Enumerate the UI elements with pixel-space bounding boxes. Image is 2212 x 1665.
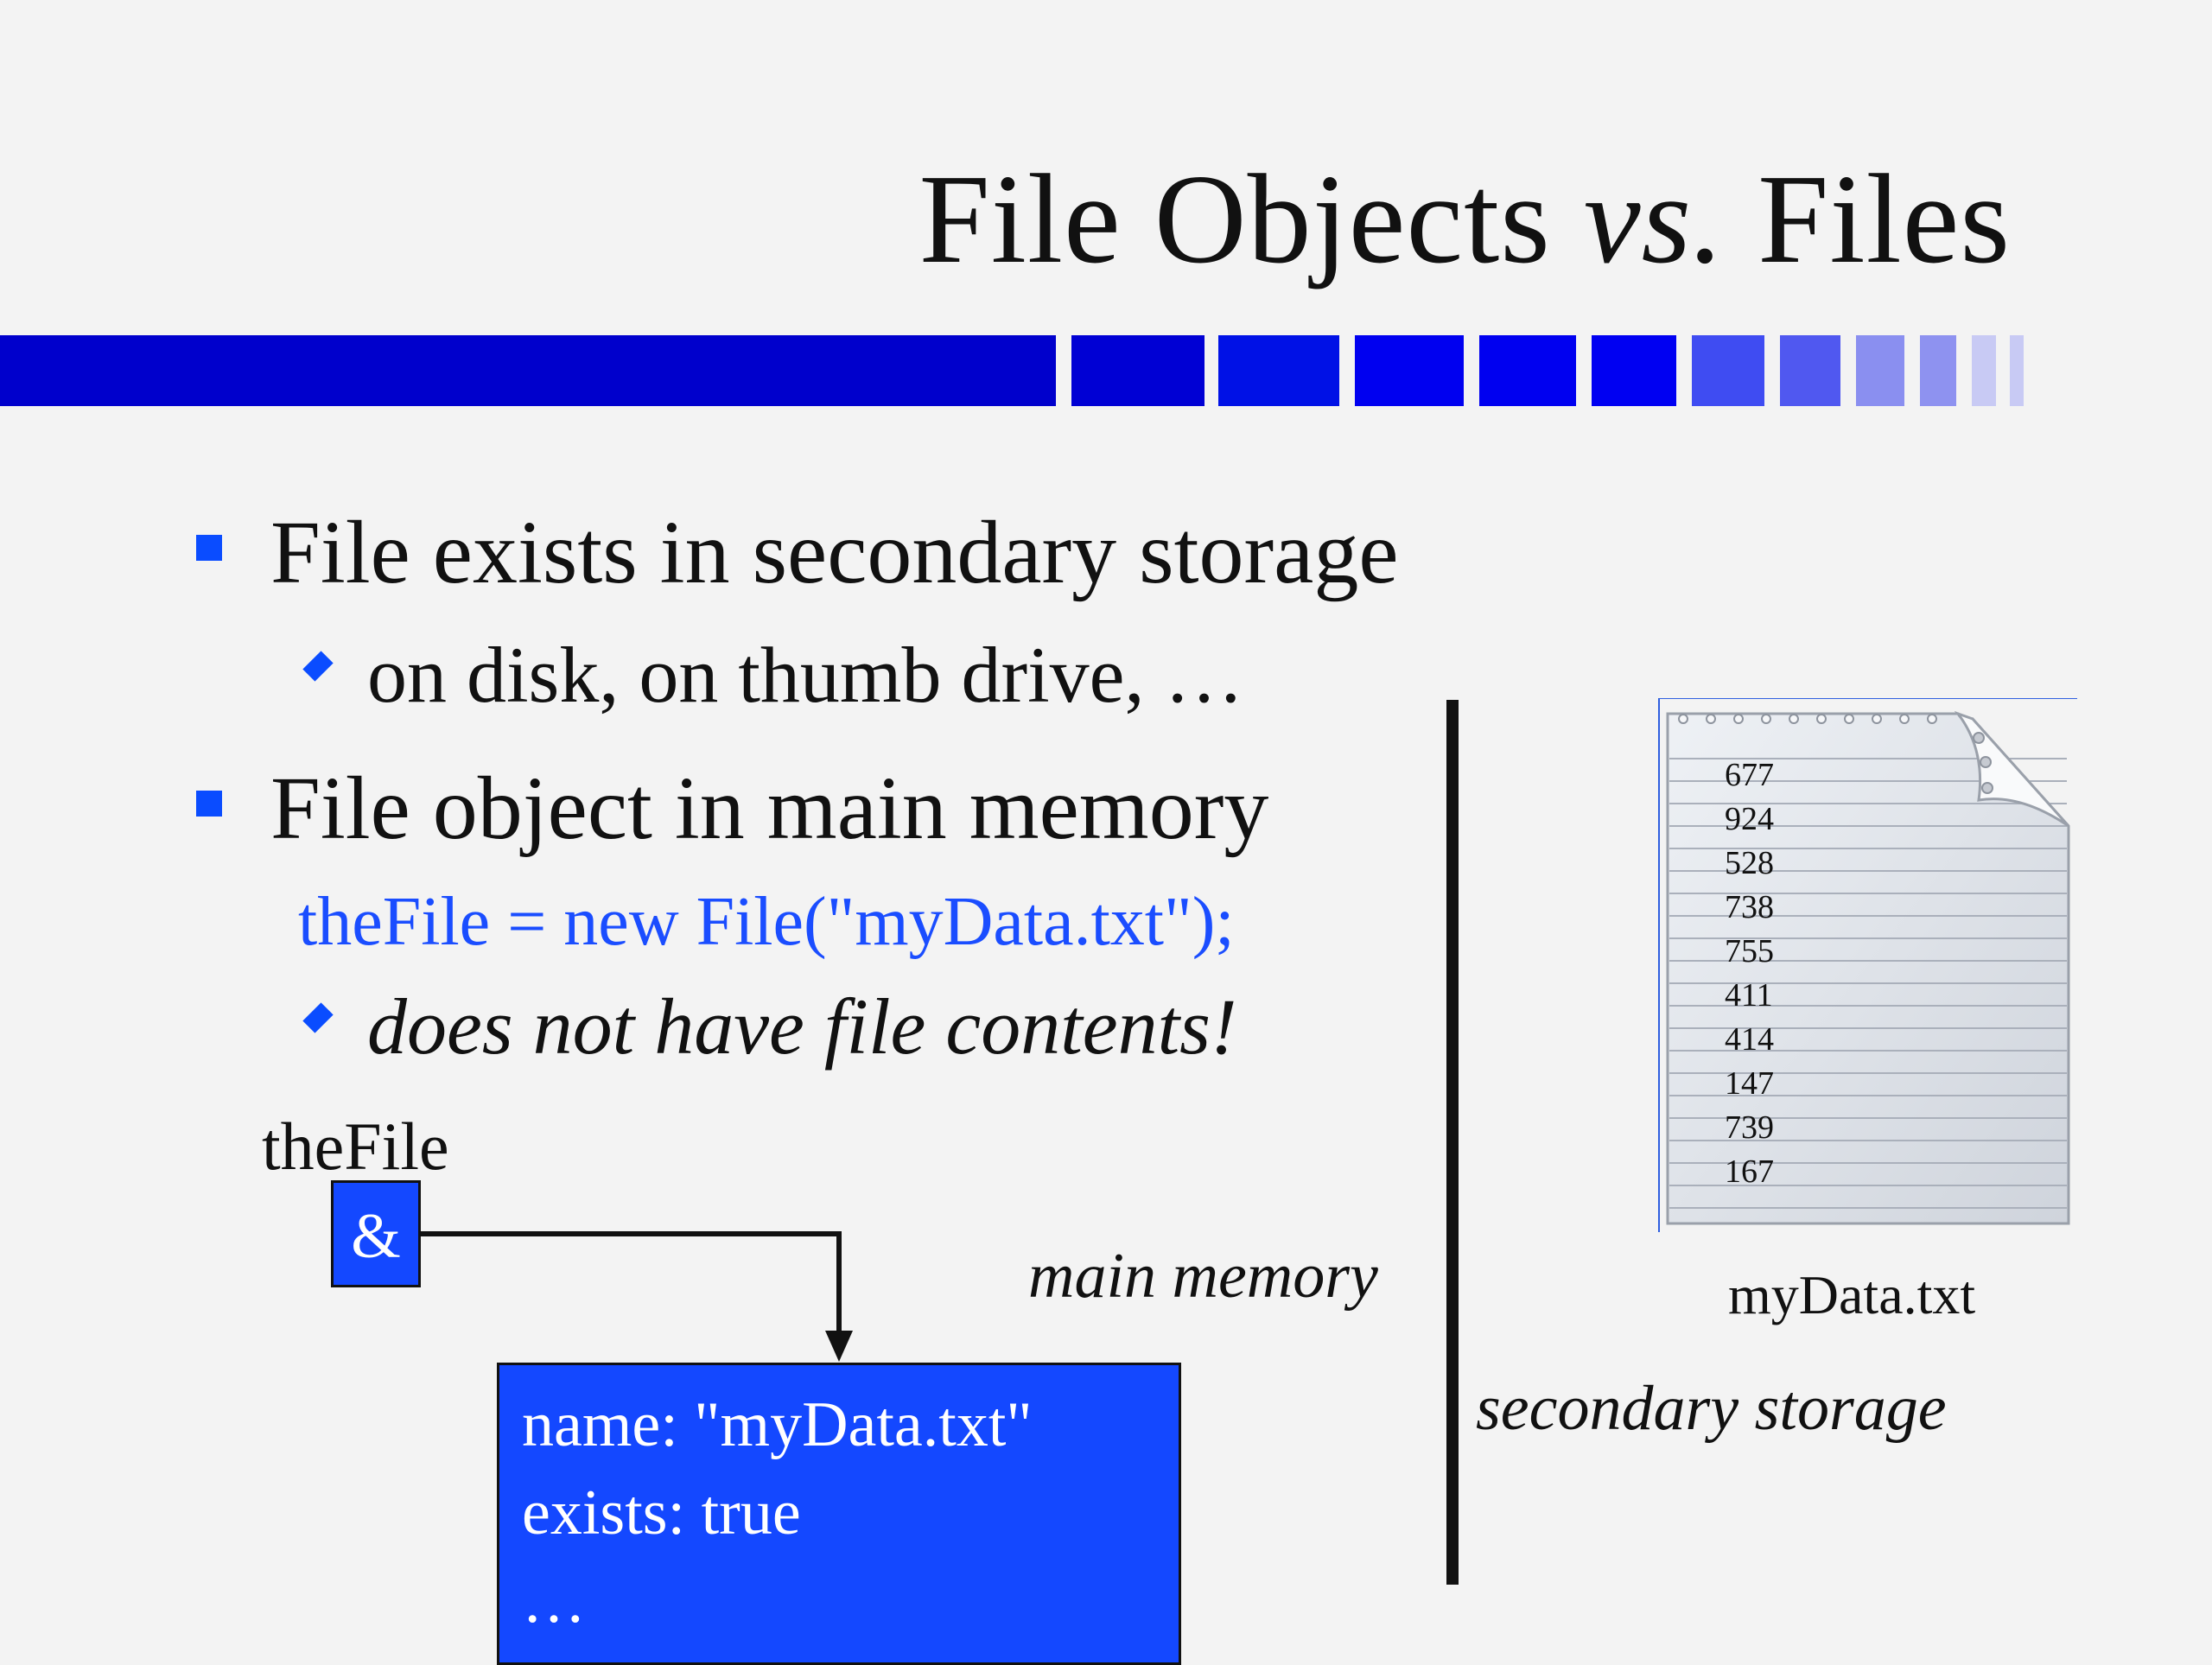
diamond-bullet-icon xyxy=(302,1002,334,1033)
file-line: 411 xyxy=(1725,977,1773,1014)
bar-segment xyxy=(2010,335,2024,406)
object-field-exists: exists: true xyxy=(522,1478,801,1548)
file-line: 677 xyxy=(1725,757,1774,793)
file-line: 528 xyxy=(1725,845,1774,881)
file-line: 755 xyxy=(1725,933,1774,969)
bar-segment xyxy=(1592,335,1676,406)
title-text-vs: vs. xyxy=(1583,149,1726,290)
diamond-bullet-icon xyxy=(302,651,334,682)
bar-segment xyxy=(1920,335,1956,406)
sub-bullet-disk: on disk, on thumb drive, … xyxy=(367,631,1244,719)
bar-segment xyxy=(1972,335,1996,406)
memory-divider-line xyxy=(1446,700,1459,1585)
bar-segment xyxy=(1856,335,1904,406)
bar-segment xyxy=(0,335,1056,406)
title-text-1: File Objects xyxy=(918,149,1584,290)
bar-segment xyxy=(1355,335,1464,406)
variable-label: theFile xyxy=(262,1109,449,1184)
file-line: 739 xyxy=(1725,1109,1774,1146)
bar-segment xyxy=(1479,335,1576,406)
reference-box: & xyxy=(331,1180,421,1287)
secondary-storage-label: secondary storage xyxy=(1476,1373,1947,1444)
text-file-icon xyxy=(1658,698,2077,1232)
object-field-name: name: "myData.txt" xyxy=(522,1389,1033,1460)
object-field-more: … xyxy=(522,1566,586,1636)
file-line: 414 xyxy=(1725,1021,1774,1058)
file-name-label: myData.txt xyxy=(1728,1264,1976,1325)
file-line: 167 xyxy=(1725,1153,1774,1190)
slide-title: File Objects vs. Files xyxy=(919,156,2011,283)
bar-segment xyxy=(1780,335,1840,406)
file-line: 738 xyxy=(1725,889,1774,925)
title-underline-bar xyxy=(0,335,2025,406)
bar-segment xyxy=(1218,335,1339,406)
square-bullet-icon xyxy=(196,791,222,817)
bar-segment xyxy=(1071,335,1205,406)
bullet-file-exists: File exists in secondary storage xyxy=(270,503,1399,602)
bullet-file-object: File object in main memory xyxy=(270,759,1269,858)
main-memory-label: main memory xyxy=(1028,1241,1378,1312)
file-line: 147 xyxy=(1725,1065,1774,1102)
code-line: theFile = new File("myData.txt"); xyxy=(298,884,1235,960)
file-object-box: name: "myData.txt" exists: true … xyxy=(497,1363,1181,1665)
bar-segment xyxy=(1692,335,1764,406)
sub-bullet-no-contents: does not have file contents! xyxy=(367,982,1237,1071)
title-text-2: Files xyxy=(1725,149,2011,290)
file-line: 924 xyxy=(1725,801,1774,837)
square-bullet-icon xyxy=(196,535,222,561)
